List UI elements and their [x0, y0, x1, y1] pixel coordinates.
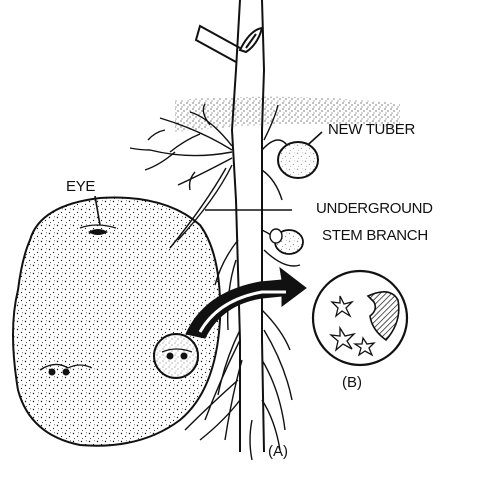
- label-eye: EYE: [66, 178, 95, 195]
- new-tuber: [278, 142, 318, 178]
- label-new-tuber: NEW TUBER: [328, 121, 415, 138]
- label-underground-line2: STEM BRANCH: [322, 227, 428, 244]
- eye-magnified-view-b: [313, 271, 407, 365]
- label-a: (A): [268, 443, 288, 460]
- label-b: (B): [342, 374, 362, 391]
- label-underground-line1: UNDERGROUND: [316, 200, 433, 217]
- eye-closeup-circle-a: [154, 334, 198, 378]
- seed-tuber: [13, 198, 220, 446]
- small-tuber: [270, 229, 303, 254]
